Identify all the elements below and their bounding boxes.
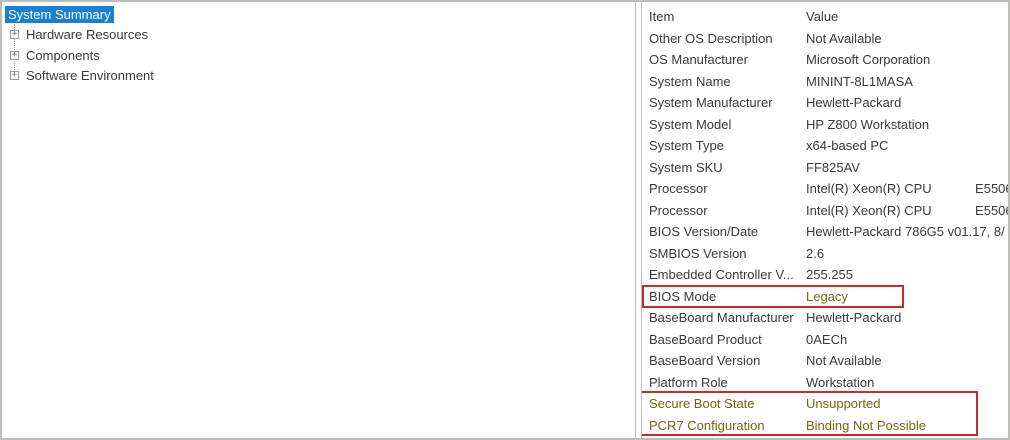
item-cell: System SKU: [649, 159, 723, 175]
sidebar-item-components[interactable]: + Components: [2, 45, 635, 66]
item-cell: System Manufacturer: [649, 95, 773, 111]
value-cell: Workstation: [806, 374, 875, 390]
table-row[interactable]: BaseBoard Version Not Available: [642, 350, 1008, 372]
item-cell: SMBIOS Version: [649, 245, 747, 261]
tree-connector-line: [14, 24, 15, 76]
table-row[interactable]: BaseBoard Product 0AECh: [642, 329, 1008, 351]
item-cell: BIOS Mode: [649, 288, 717, 304]
value-cell: Hewlett-Packard: [806, 95, 902, 111]
table-row[interactable]: Processor Intel(R) Xeon(R) CPU E5506: [642, 178, 1008, 200]
value-cell: MININT-8L1MASA: [806, 73, 913, 89]
value-cell: x64-based PC: [806, 138, 889, 154]
item-cell: PCR7 Configuration: [649, 417, 765, 433]
item-cell: System Model: [649, 116, 732, 132]
value-cell: Not Available: [806, 353, 882, 369]
expand-plus-icon[interactable]: +: [10, 29, 19, 40]
table-row[interactable]: BIOS Version/Date Hewlett-Packard 786G5 v…: [642, 221, 1008, 243]
value-cell: Legacy: [806, 288, 848, 304]
sidebar-item-label: Hardware Resources: [26, 27, 149, 43]
table-row[interactable]: BaseBoard Manufacturer Hewlett-Packard: [642, 307, 1008, 329]
item-cell: BaseBoard Version: [649, 353, 761, 369]
item-cell: System Type: [649, 138, 724, 154]
item-cell: System Name: [649, 73, 731, 89]
expand-plus-icon[interactable]: +: [10, 70, 19, 81]
column-header-value[interactable]: Value: [806, 9, 839, 25]
table-row[interactable]: Secure Boot State Unsupported: [642, 393, 1008, 415]
item-cell: BaseBoard Product: [649, 331, 762, 347]
table-row[interactable]: System SKU FF825AV: [642, 157, 1008, 179]
value-cell: Hewlett-Packard: [806, 310, 902, 326]
value-cell: FF825AV: [806, 159, 860, 175]
table-row[interactable]: SMBIOS Version 2.6: [642, 243, 1008, 265]
category-tree: System Summary + Hardware Resources + Compon…: [2, 4, 635, 86]
table-row[interactable]: System Name MININT-8L1MASA: [642, 71, 1008, 93]
sidebar-item-system-summary[interactable]: System Summary: [2, 4, 635, 25]
value-cell: 0AECh: [806, 331, 848, 347]
table-row[interactable]: System Model HP Z800 Workstation: [642, 114, 1008, 136]
sidebar-item-software-environment[interactable]: + Software Environment: [2, 66, 635, 87]
item-cell: Processor: [649, 202, 708, 218]
item-cell: Processor: [649, 181, 708, 197]
value-cell: HP Z800 Workstation: [806, 116, 930, 132]
pane-splitter[interactable]: [636, 2, 642, 438]
column-header-item[interactable]: Item: [649, 9, 675, 25]
sidebar-item-hardware-resources[interactable]: + Hardware Resources: [2, 25, 635, 46]
table-row[interactable]: Embedded Controller V... 255.255: [642, 264, 1008, 286]
value-cell: Intel(R) Xeon(R) CPU E5506: [806, 202, 1008, 218]
item-cell: Other OS Description: [649, 30, 773, 46]
item-cell: BIOS Version/Date: [649, 224, 759, 240]
table-row[interactable]: System Type x64-based PC: [642, 135, 1008, 157]
item-cell: Platform Role: [649, 374, 728, 390]
item-cell: BaseBoard Manufacturer: [649, 310, 794, 326]
value-cell: 255.255: [806, 267, 853, 283]
value-cell: Not Available: [806, 30, 882, 46]
table-row[interactable]: Platform Role Workstation: [642, 372, 1008, 394]
table-row[interactable]: System Manufacturer Hewlett-Packard: [642, 92, 1008, 114]
item-cell: Secure Boot State: [649, 396, 755, 412]
table-row[interactable]: BIOS Mode Legacy: [642, 286, 1008, 308]
table-row[interactable]: OS Manufacturer Microsoft Corporation: [642, 49, 1008, 71]
table-row[interactable]: Processor Intel(R) Xeon(R) CPU E5506: [642, 200, 1008, 222]
table-header: Item Value: [642, 6, 1008, 28]
sidebar-item-label: Software Environment: [26, 68, 154, 84]
sidebar-item-label: Components: [26, 47, 100, 63]
value-cell: Intel(R) Xeon(R) CPU E5506: [806, 181, 1008, 197]
table-row[interactable]: Other OS Description Not Available: [642, 28, 1008, 50]
value-cell: 2.6: [806, 245, 825, 261]
value-cell: Binding Not Possible: [806, 417, 926, 433]
value-cell: Hewlett-Packard 786G5 v01.17, 8/: [806, 224, 1005, 240]
value-cell: Microsoft Corporation: [806, 52, 931, 68]
table-row[interactable]: PCR7 Configuration Binding Not Possible: [642, 415, 1008, 437]
item-cell: Embedded Controller V...: [649, 267, 794, 283]
item-cell: OS Manufacturer: [649, 52, 748, 68]
value-cell: Unsupported: [806, 396, 881, 412]
sidebar-item-label: System Summary: [5, 5, 114, 23]
expand-plus-icon[interactable]: +: [10, 49, 19, 60]
category-tree-pane: System Summary + Hardware Resources + Compon…: [2, 2, 636, 438]
